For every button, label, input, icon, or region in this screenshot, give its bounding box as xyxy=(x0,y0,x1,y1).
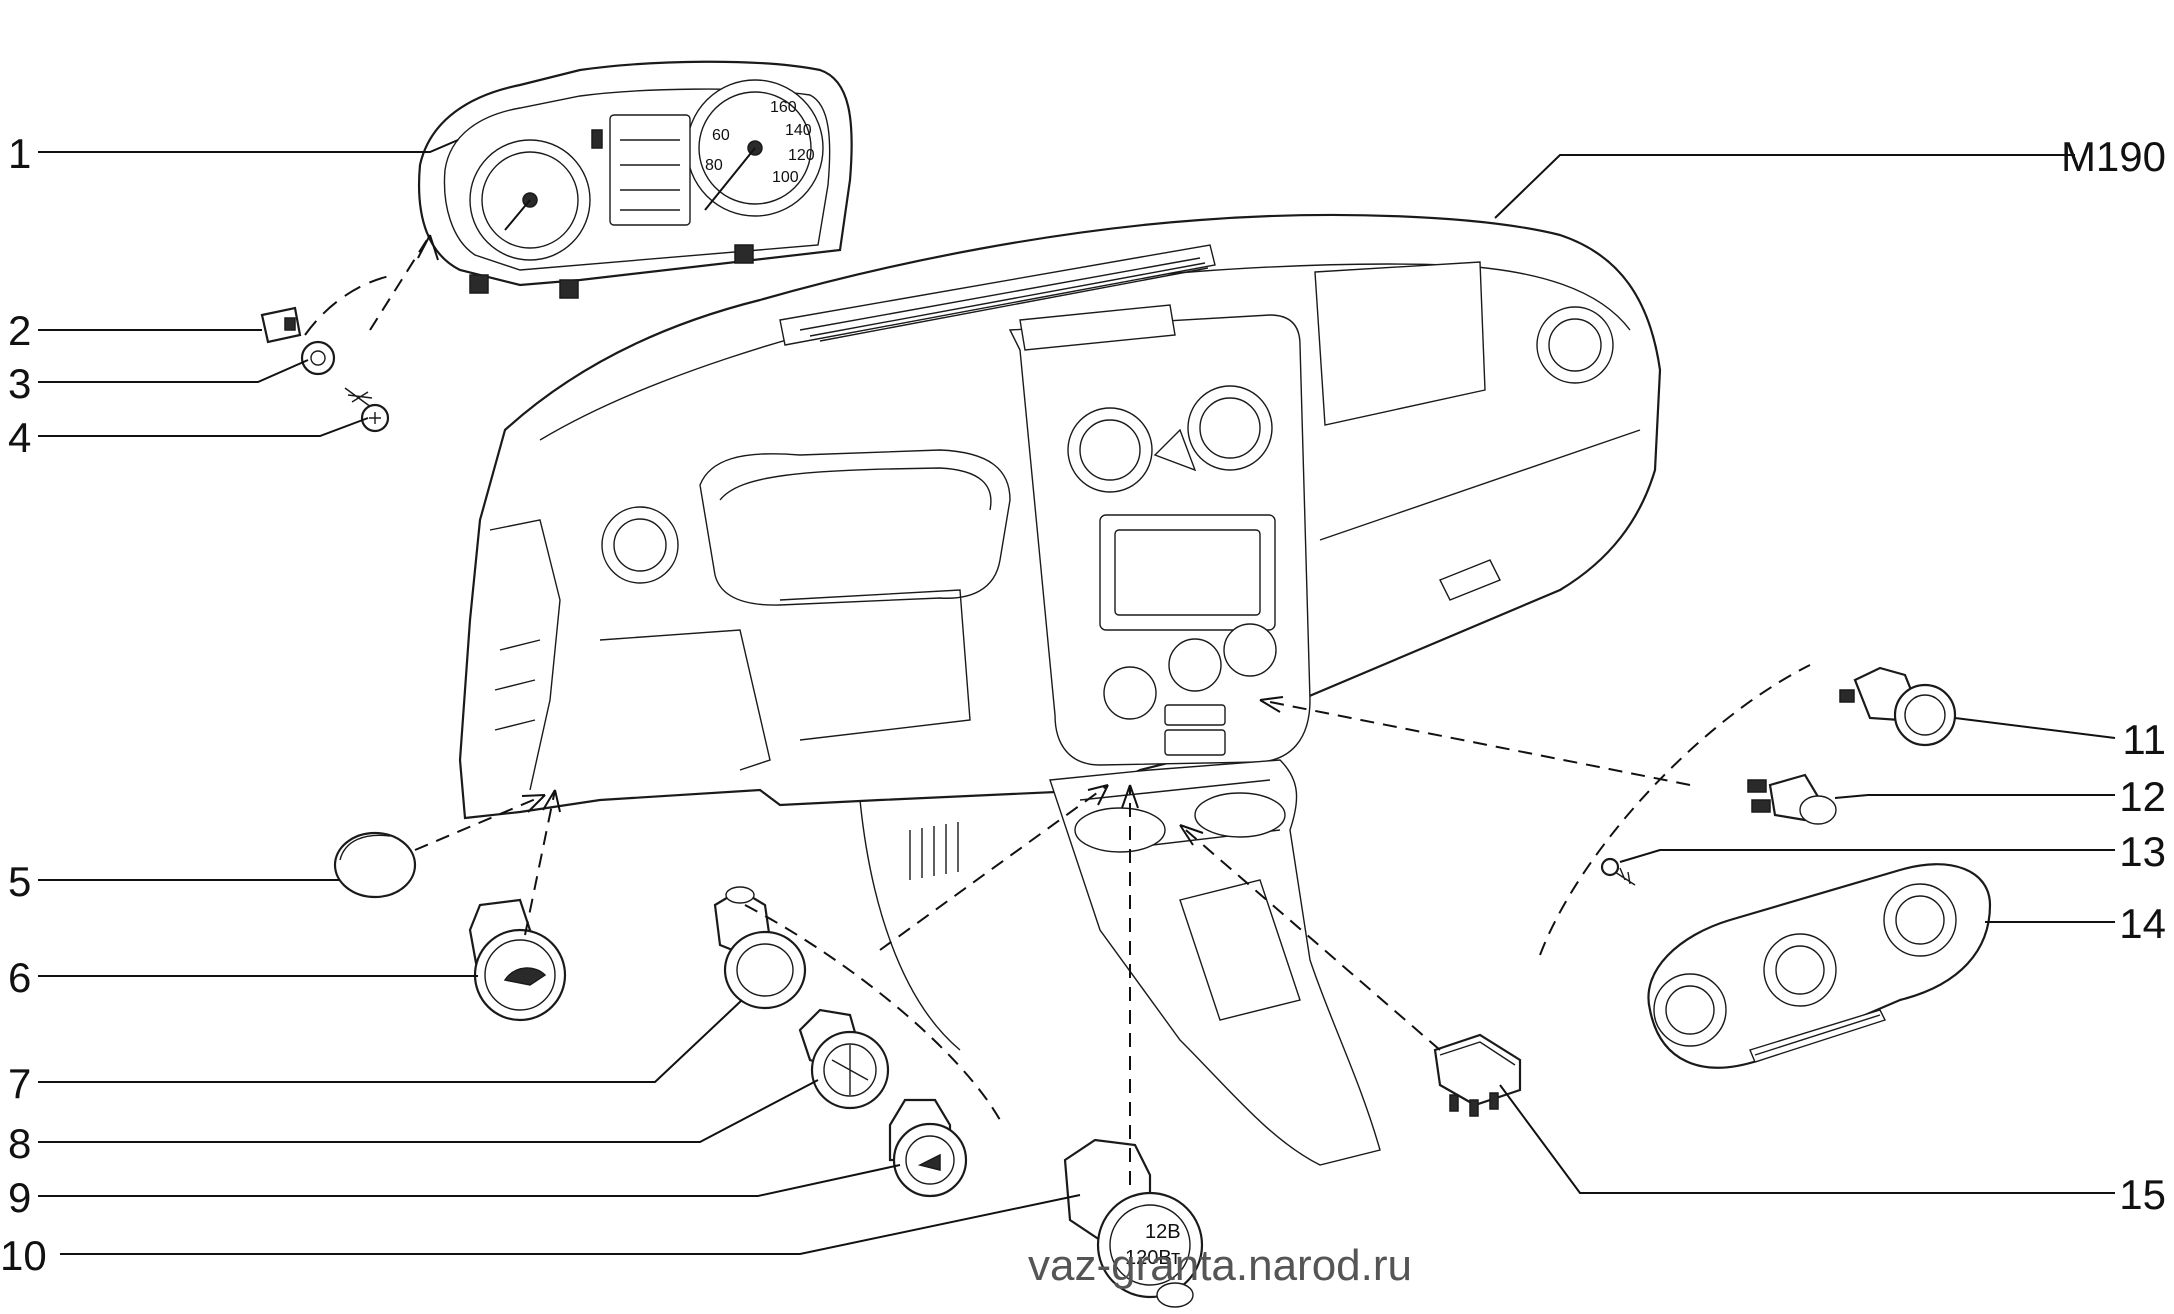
socket-housing-part xyxy=(713,886,807,1010)
speed-mark-100: 100 xyxy=(772,169,799,186)
callout-5: 5 xyxy=(8,858,31,905)
speed-mark-60: 60 xyxy=(712,127,730,144)
bulb-holder-part xyxy=(1747,773,1837,825)
socket-power-label: 120Вт xyxy=(1125,1247,1180,1269)
callout-6: 6 xyxy=(8,954,31,1001)
leader-lines xyxy=(38,139,2116,1255)
cigar-lighter-part xyxy=(888,1098,968,1198)
power-socket-part: 12В 120Вт xyxy=(1063,1138,1204,1308)
instrument-cluster: 160 140 120 100 80 60 xyxy=(418,60,853,299)
callout-7: 7 xyxy=(8,1060,31,1107)
callout-10: 10 xyxy=(0,1232,47,1279)
callout-3: 3 xyxy=(8,360,31,407)
callout-14: 14 xyxy=(2119,900,2166,947)
callout-12: 12 xyxy=(2119,773,2166,820)
callout-9: 9 xyxy=(8,1174,31,1221)
socket-voltage-label: 12В xyxy=(1145,1221,1181,1243)
speed-mark-140: 140 xyxy=(785,122,812,139)
switch-knob-part xyxy=(468,898,567,1022)
callout-1: 1 xyxy=(8,130,31,177)
callout-11: 11 xyxy=(2122,716,2166,763)
callout-model: M190 xyxy=(2061,133,2166,180)
callout-4: 4 xyxy=(8,414,31,461)
socket-ring-part xyxy=(798,1008,890,1110)
dashboard-panel xyxy=(458,213,1662,1166)
watermark-text: vaz-granta.narod.ru xyxy=(1028,1241,1412,1290)
nut-part xyxy=(300,340,336,376)
callout-13: 13 xyxy=(2119,828,2166,875)
small-screw-part xyxy=(1600,857,1636,886)
screw-part xyxy=(344,387,390,433)
speed-mark-80: 80 xyxy=(705,157,723,174)
lamp-socket-part xyxy=(1839,666,1957,747)
speed-mark-120: 120 xyxy=(788,147,815,164)
climate-control-panel-part xyxy=(1647,863,1992,1069)
callout-2: 2 xyxy=(8,307,31,354)
assembly-arrows xyxy=(304,234,1811,1185)
clip-part xyxy=(260,306,302,344)
callout-labels: 1 2 3 4 5 6 7 8 9 10 11 12 13 14 15 M190 xyxy=(0,130,2166,1279)
callout-15: 15 xyxy=(2119,1171,2166,1218)
console-hatching xyxy=(909,822,959,880)
defroster-grille xyxy=(799,257,1209,342)
plug-cap-part xyxy=(333,831,417,899)
speed-mark-160: 160 xyxy=(770,99,797,116)
callout-8: 8 xyxy=(8,1120,31,1167)
relay-block-part xyxy=(1433,1033,1522,1117)
